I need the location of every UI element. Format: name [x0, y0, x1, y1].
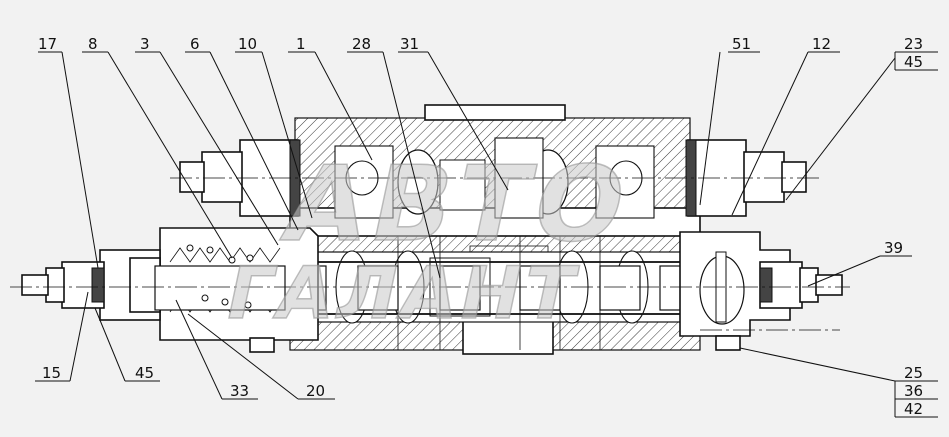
callout-45-top: 45 — [904, 53, 923, 71]
callout-12: 12 — [812, 35, 831, 53]
callout-28: 28 — [352, 35, 371, 53]
callout-31: 31 — [400, 35, 419, 53]
right-end-cap — [679, 231, 791, 351]
callout-39: 39 — [884, 239, 903, 257]
left-end-cap — [99, 227, 319, 353]
callout-20: 20 — [306, 382, 325, 400]
callout-23: 23 — [904, 35, 923, 53]
callout-labels: 17 8 3 6 10 1 28 31 51 12 23 45 15 45 33… — [38, 35, 923, 418]
callout-17: 17 — [38, 35, 57, 53]
callout-3: 3 — [140, 35, 150, 53]
watermark-line1: АВТО — [274, 143, 643, 265]
callout-1: 1 — [296, 35, 306, 53]
watermark: АВТО ГАЛАНТ — [218, 142, 644, 336]
callout-33: 33 — [230, 382, 249, 400]
callout-36: 36 — [904, 382, 923, 400]
callout-10: 10 — [238, 35, 257, 53]
callout-42: 42 — [904, 400, 923, 418]
callout-8: 8 — [88, 35, 98, 53]
callout-15: 15 — [42, 364, 61, 382]
left-plug — [21, 261, 105, 309]
right-plug — [759, 261, 843, 309]
watermark-line2: ГАЛАНТ — [219, 252, 587, 336]
upper-chambers — [334, 137, 655, 219]
callout-45-bottom: 45 — [135, 364, 154, 382]
callout-51: 51 — [732, 35, 751, 53]
leader-lines — [35, 51, 938, 418]
valve-body — [279, 104, 721, 355]
callout-6: 6 — [190, 35, 200, 53]
callout-25: 25 — [904, 364, 923, 382]
center-lines — [10, 177, 850, 331]
